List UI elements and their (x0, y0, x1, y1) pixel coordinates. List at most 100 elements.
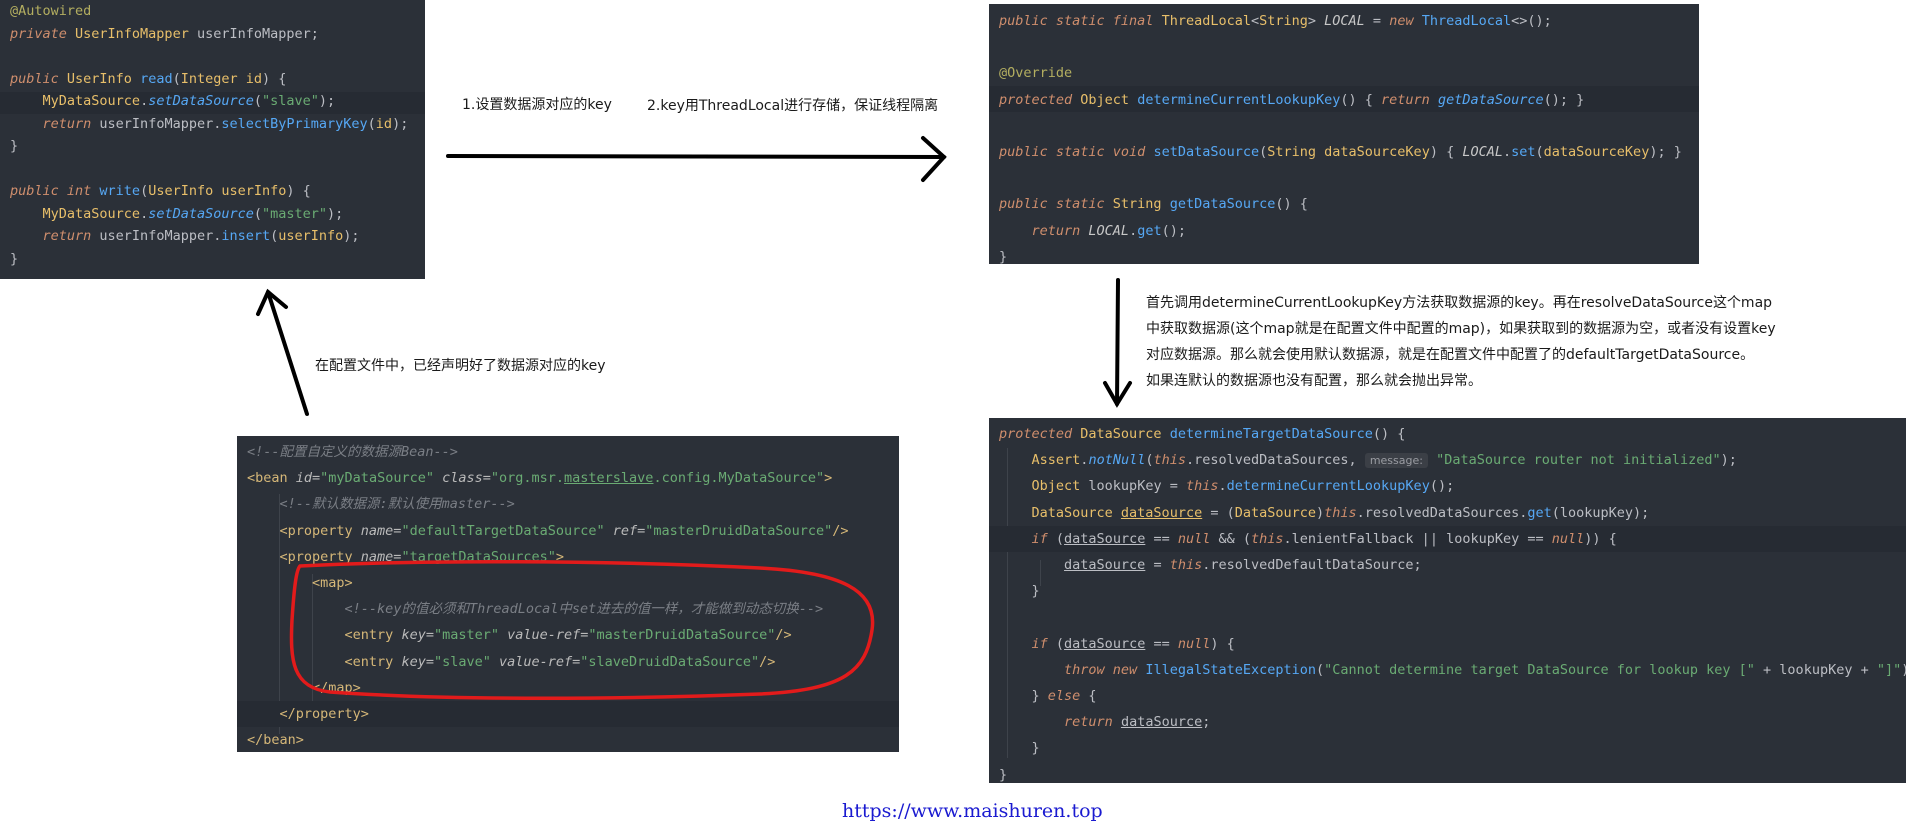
code-token: throw new (1064, 661, 1146, 678)
code-token (247, 680, 312, 696)
code-token: userInfo (221, 183, 287, 199)
code-token: . (1502, 144, 1512, 160)
code-token: ) { (1429, 144, 1463, 160)
code-token (247, 601, 345, 617)
code-token: = (1364, 13, 1390, 29)
code-token: ) { (286, 183, 311, 199)
code-line (0, 45, 425, 68)
code-panel-determine-target: protected DataSource determineTargetData… (989, 418, 1906, 783)
code-token: return (42, 115, 100, 132)
code-token: setDataSource (148, 93, 254, 109)
code-token (999, 223, 1032, 239)
code-line: } else { (989, 683, 1906, 709)
code-token: "slave" (433, 653, 499, 670)
code-token (999, 478, 1032, 494)
code-token: return (1381, 91, 1438, 108)
code-line: <entry key="slave" value-ref="slaveDruid… (237, 649, 899, 675)
lookup-explanation-line: 中获取数据源(这个map就是在配置文件中配置的map)，如果获取到的数据源为空，… (1146, 321, 1776, 337)
code-token (247, 549, 280, 565)
code-token: "slave" (262, 93, 319, 109)
code-token: masterslave (564, 470, 654, 487)
code-token: ( (1055, 530, 1065, 547)
code-token: <>(); (1511, 13, 1552, 29)
code-token: () { (1372, 426, 1406, 442)
code-token: } (999, 688, 1048, 704)
code-token: name= (360, 548, 402, 565)
code-token: <!--key的值必须和ThreadLocal中set进去的值一样，才能做到动态… (344, 601, 824, 618)
code-token: </map> (312, 679, 361, 696)
code-token (247, 654, 345, 670)
config-note: 在配置文件中，已经声明好了数据源对应的key (315, 358, 606, 374)
code-token: DataSource (1080, 426, 1170, 442)
code-token: } (999, 583, 1040, 600)
code-token: userInfoMapper. (99, 228, 222, 244)
code-line: } (989, 244, 1699, 270)
code-token: == (1145, 635, 1178, 652)
code-token: UserInfo (148, 183, 222, 199)
code-token (10, 116, 43, 132)
code-token (247, 523, 280, 539)
code-line (0, 158, 425, 181)
code-token: LOCAL (1088, 222, 1130, 239)
lookup-explanation-line: 对应数据源。那么就会使用默认数据源，就是在配置文件中配置了的defaultTar… (1146, 347, 1755, 363)
code-line: </bean> (237, 727, 899, 753)
code-token: > (555, 548, 565, 565)
code-panel-xml-config: <!--配置自定义的数据源Bean--><bean id="myDataSour… (237, 436, 899, 752)
code-line: public int write(UserInfo userInfo) { (0, 180, 425, 203)
code-token: dataSource (1120, 714, 1203, 731)
code-line: dataSource = this.resolvedDefaultDataSou… (989, 552, 1906, 578)
code-token: <!--默认数据源:默认使用master--> (279, 496, 515, 513)
code-token: (); (1429, 478, 1455, 495)
code-token: "myDataSource" (320, 470, 443, 487)
code-token: public static final (999, 13, 1162, 29)
code-line: <!--key的值必须和ThreadLocal中set进去的值一样，才能做到动态… (237, 596, 899, 622)
code-token: String (1259, 13, 1308, 29)
code-line: <entry key="master" value-ref="masterDru… (237, 622, 899, 648)
code-token: "targetDataSources" (401, 548, 556, 565)
current-line-highlight (989, 526, 1906, 552)
code-token: void (1112, 144, 1154, 160)
code-token: setDataSource (148, 205, 254, 222)
current-line-highlight (0, 92, 425, 114)
code-token: )) { (1584, 530, 1617, 547)
code-token: . (1080, 452, 1089, 469)
code-token: <entry (344, 627, 402, 644)
code-token: ); (1720, 452, 1737, 469)
code-token: set (1511, 144, 1536, 160)
code-token: ThreadLocal (1421, 13, 1512, 29)
code-token: userInfoMapper. (99, 115, 222, 132)
code-token: "masterDruidDataSource" (645, 522, 833, 539)
code-token: ); (318, 93, 336, 109)
code-token (247, 575, 312, 591)
code-token: </bean> (247, 732, 304, 749)
code-token: determineCurrentLookupKey (1137, 91, 1341, 108)
code-token: name= (360, 522, 402, 539)
code-token: read (140, 70, 173, 87)
code-token: if (1031, 530, 1056, 547)
code-token: ); (392, 115, 409, 132)
code-token: .resolvedDataSources. (1356, 504, 1528, 521)
code-line: Object lookupKey = this.determineCurrent… (989, 473, 1906, 499)
code-token: /> (832, 522, 849, 539)
code-token (999, 452, 1032, 468)
code-token: "DataSource router not initialized" (1436, 452, 1721, 469)
code-line (989, 113, 1699, 139)
code-token: getDataSource (1169, 196, 1276, 213)
code-token: } (10, 250, 19, 267)
code-token: > (1307, 13, 1325, 29)
code-token (247, 496, 280, 512)
indent-guide (1007, 448, 1008, 758)
code-token: dataSource (1064, 530, 1146, 547)
code-token: return (42, 228, 100, 244)
code-line: public static String getDataSource() { (989, 191, 1699, 217)
code-token: "master" (262, 205, 328, 222)
code-token: .resolvedDataSources, (1186, 452, 1365, 469)
code-line: throw new IllegalStateException("Cannot … (989, 657, 1906, 683)
code-token: @Autowired (10, 3, 92, 19)
code-token: ( (1145, 452, 1154, 469)
code-token: String (1112, 196, 1170, 213)
code-token: ( (1259, 144, 1268, 160)
code-line: MyDataSource.setDataSource("master"); (0, 203, 425, 226)
